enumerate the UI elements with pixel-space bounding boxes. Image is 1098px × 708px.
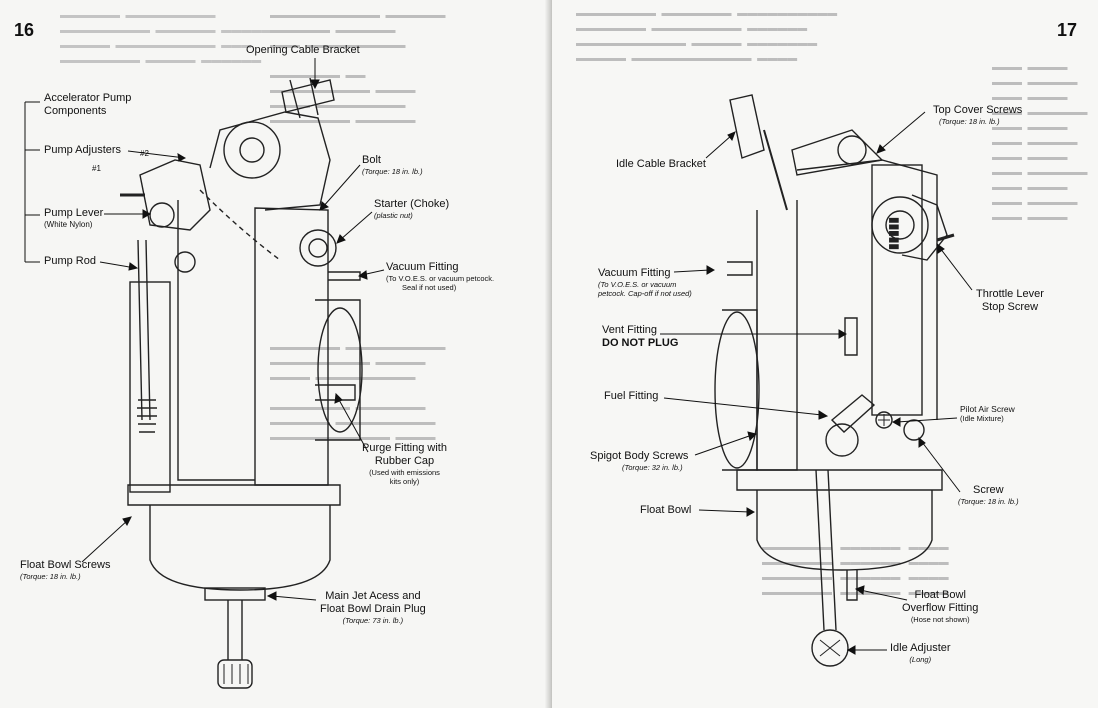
label-top-cover-screws: Top Cover Screws (Torque: 18 in. lb.) — [933, 104, 1023, 127]
label-screw: Screw (Torque: 18 in. lb.) — [958, 484, 1019, 507]
top-cap-pivot — [837, 135, 867, 165]
float-bowl — [756, 490, 933, 571]
vent-warning: DO NOT PLUG — [602, 337, 679, 350]
label-vent-fitting: Vent Fitting DO NOT PLUG — [602, 324, 679, 350]
label-marker-2: #2 — [140, 149, 149, 158]
label-bolt: Bolt (Torque: 18 in. lb.) — [362, 154, 423, 177]
bleed-through-text-3: ▬▬▬▬▬▬▬ ▬▬▬▬▬▬▬▬▬▬ ▬▬▬▬▬▬▬▬▬▬ ▬▬▬▬▬ ▬▬▬▬… — [270, 342, 446, 443]
label-idle-adjuster: Idle Adjuster (Long) — [890, 642, 951, 665]
overflow-fitting — [846, 570, 858, 601]
label-float-bowl-overflow-fitting: Float Bowl Overflow Fitting (Hose not sh… — [902, 589, 979, 625]
carb-body-top — [796, 159, 938, 420]
idle-adjuster-shaft — [815, 469, 837, 631]
label-idle-cable-bracket: Idle Cable Bracket — [616, 158, 706, 170]
label-float-bowl: Float Bowl — [640, 504, 692, 516]
pilot-air-screw — [875, 411, 893, 429]
bleed-through-text-2: ▬▬▬▬▬▬▬▬▬▬▬ ▬▬▬▬▬▬ ▬▬▬▬▬▬ ▬▬▬▬▬▬ ▬▬▬ ▬▬▬… — [270, 10, 446, 126]
idle-adjuster-knob — [811, 629, 849, 667]
page-number: 17 — [1057, 20, 1078, 40]
label-main-jet-access: Main Jet Acess and Float Bowl Drain Plug… — [320, 590, 426, 626]
fuel-fitting-base — [825, 423, 859, 457]
carburetor-right-side-drawing: ▮▮▮▮▮ — [660, 94, 973, 667]
label-purge-fitting: Purge Fitting with Rubber Cap (Used with… — [362, 442, 447, 487]
page-number: 16 — [14, 20, 35, 40]
label-float-bowl-screws: Float Bowl Screws (Torque: 18 in. lb.) — [20, 559, 111, 582]
label-opening-cable-bracket: Opening Cable Bracket — [246, 44, 360, 56]
top-cap — [209, 111, 331, 211]
drain-plug — [204, 587, 266, 601]
svg-text:▮▮▮▮▮: ▮▮▮▮▮ — [886, 217, 900, 250]
pump-rod — [137, 239, 151, 421]
body-side-plate — [129, 281, 171, 493]
label-pump-lever: Pump Lever (White Nylon) — [44, 207, 104, 230]
pump-boot — [137, 399, 157, 433]
bleed-through-text: ▬▬▬▬▬▬▬▬ ▬▬▬▬▬▬▬ ▬▬▬▬▬▬▬▬▬▬ ▬▬▬▬▬▬▬ ▬▬▬▬… — [576, 8, 838, 64]
body-side-plate — [871, 164, 923, 416]
accelerator-pump — [139, 159, 211, 231]
float-bowl-flange — [127, 484, 341, 506]
label-fuel-fitting: Fuel Fitting — [604, 390, 659, 402]
cable-bracket — [281, 77, 335, 119]
idle-adjuster-shaft — [227, 600, 243, 660]
page-16: 16 ▬▬▬▬▬▬ ▬▬▬▬▬▬▬▬▬ ▬▬▬▬▬▬▬▬▬ ▬▬▬▬▬▬ ▬▬▬… — [0, 0, 552, 708]
vent-fitting — [844, 317, 858, 356]
fuel-fitting — [830, 394, 876, 433]
float-bowl-flange — [736, 469, 943, 491]
bleed-through-text: ▬▬▬▬▬▬ ▬▬▬▬▬▬▬▬▬ ▬▬▬▬▬▬▬▬▬ ▬▬▬▬▬▬ ▬▬▬▬▬ … — [60, 10, 272, 66]
label-throttle-lever-stop-screw: Throttle Lever Stop Screw — [976, 288, 1044, 314]
pump-lever-pivot — [149, 202, 175, 228]
label-accelerator-pump-components: Accelerator Pump Components — [44, 92, 132, 118]
label-pump-adjusters: Pump Adjusters — [44, 144, 122, 156]
label-pilot-air-screw: Pilot Air Screw (Idle Mixture) — [960, 404, 1015, 424]
label-starter-choke: Starter (Choke) (plastic nut) — [374, 198, 450, 221]
label-spigot-body-screws: Spigot Body Screws (Torque: 32 in. lb.) — [590, 450, 689, 473]
label-vacuum-fitting: Vacuum Fitting (To V.O.E.S. or vacuum pe… — [386, 261, 495, 293]
throttle-pulley — [223, 121, 281, 179]
label-pump-rod: Pump Rod — [44, 255, 96, 267]
label-marker-1: #1 — [92, 164, 101, 173]
throttle-stop-screw — [936, 233, 955, 242]
float-bowl — [149, 505, 331, 591]
carb-body-left — [177, 200, 255, 481]
carb-body-right — [254, 207, 329, 486]
top-cover — [791, 129, 884, 176]
vacuum-fitting — [328, 271, 361, 281]
throttle-lever — [871, 196, 929, 254]
intake-spigot — [315, 299, 361, 441]
carburetor-left-side-drawing — [24, 58, 385, 689]
starter-choke — [299, 229, 337, 267]
idle-adjuster-knob — [217, 659, 253, 689]
purge-fitting — [315, 384, 356, 401]
vacuum-fitting — [727, 261, 753, 276]
idle-cable-bracket — [729, 94, 765, 159]
bleed-through-column: ▬▬▬ ▬▬▬▬ ▬▬▬ ▬▬▬▬▬ ▬▬▬ ▬▬▬▬ ▬▬▬ ▬▬▬▬▬▬ ▬… — [992, 62, 1088, 223]
label-vacuum-fitting: Vacuum Fitting (To V.O.E.S. or vacuum pe… — [598, 267, 692, 299]
carb-body-left — [756, 200, 798, 471]
screw — [903, 419, 925, 441]
page-17: 17 ▬▬▬▬▬▬▬▬ ▬▬▬▬▬▬▬ ▬▬▬▬▬▬▬▬▬▬ ▬▬▬▬▬▬▬ ▬… — [552, 0, 1098, 708]
